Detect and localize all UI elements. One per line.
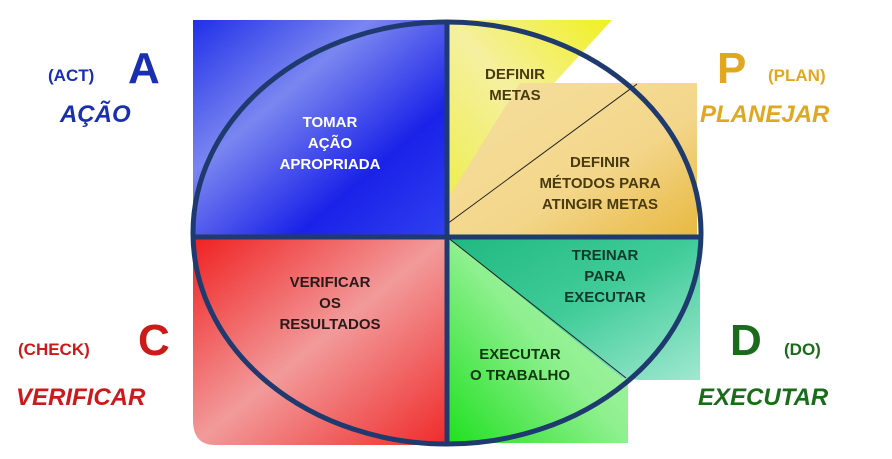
do-train-segment: [447, 237, 700, 380]
act-quadrant: [193, 20, 447, 237]
do-letter: D: [730, 316, 762, 365]
check-quadrant: [193, 237, 447, 445]
plan-goals-text: DEFINIR METAS: [455, 64, 575, 106]
do-word: EXECUTAR: [698, 384, 829, 411]
plan-letter: P: [717, 44, 747, 93]
text-line: ATINGIR METAS: [541, 196, 659, 213]
text-line: METAS: [489, 87, 541, 104]
text-line: RESULTADOS: [279, 316, 381, 333]
check-code: (CHECK): [18, 340, 90, 359]
text-line: EXECUTAR: [564, 289, 646, 306]
do-divider: [446, 236, 627, 379]
text-line: TREINAR: [571, 247, 639, 264]
text-line: EXECUTAR: [479, 346, 561, 363]
text-line: DEFINIR: [570, 154, 630, 171]
text-line: MÉTODOS PARA: [539, 175, 661, 192]
do-code: (DO): [784, 340, 821, 359]
plan-code: (PLAN): [768, 66, 826, 85]
text-line: TOMAR: [302, 114, 358, 131]
text-line: VERIFICAR: [289, 274, 371, 291]
act-word: AÇÃO: [60, 101, 131, 128]
text-line: OS: [319, 295, 341, 312]
act-inner-text: TOMAR AÇÃO APROPRIADA: [240, 112, 420, 175]
do-execute-text: EXECUTAR O TRABALHO: [445, 344, 595, 386]
plan-methods-text: DEFINIR MÉTODOS PARA ATINGIR METAS: [510, 152, 690, 215]
plan-methods-segment: [447, 83, 697, 237]
act-letter: A: [128, 44, 160, 93]
do-train-text: TREINAR PARA EXECUTAR: [530, 245, 680, 308]
check-word: VERIFICAR: [16, 384, 146, 411]
check-inner-text: VERIFICAR OS RESULTADOS: [240, 272, 420, 335]
act-code: (ACT): [48, 66, 95, 85]
text-line: APROPRIADA: [279, 156, 381, 173]
text-line: PARA: [584, 268, 626, 285]
text-line: DEFINIR: [485, 66, 545, 83]
check-letter: C: [138, 316, 170, 365]
plan-divider: [446, 83, 638, 225]
plan-word: PLANEJAR: [700, 101, 830, 128]
text-line: O TRABALHO: [470, 367, 570, 384]
text-line: AÇÃO: [307, 135, 353, 152]
